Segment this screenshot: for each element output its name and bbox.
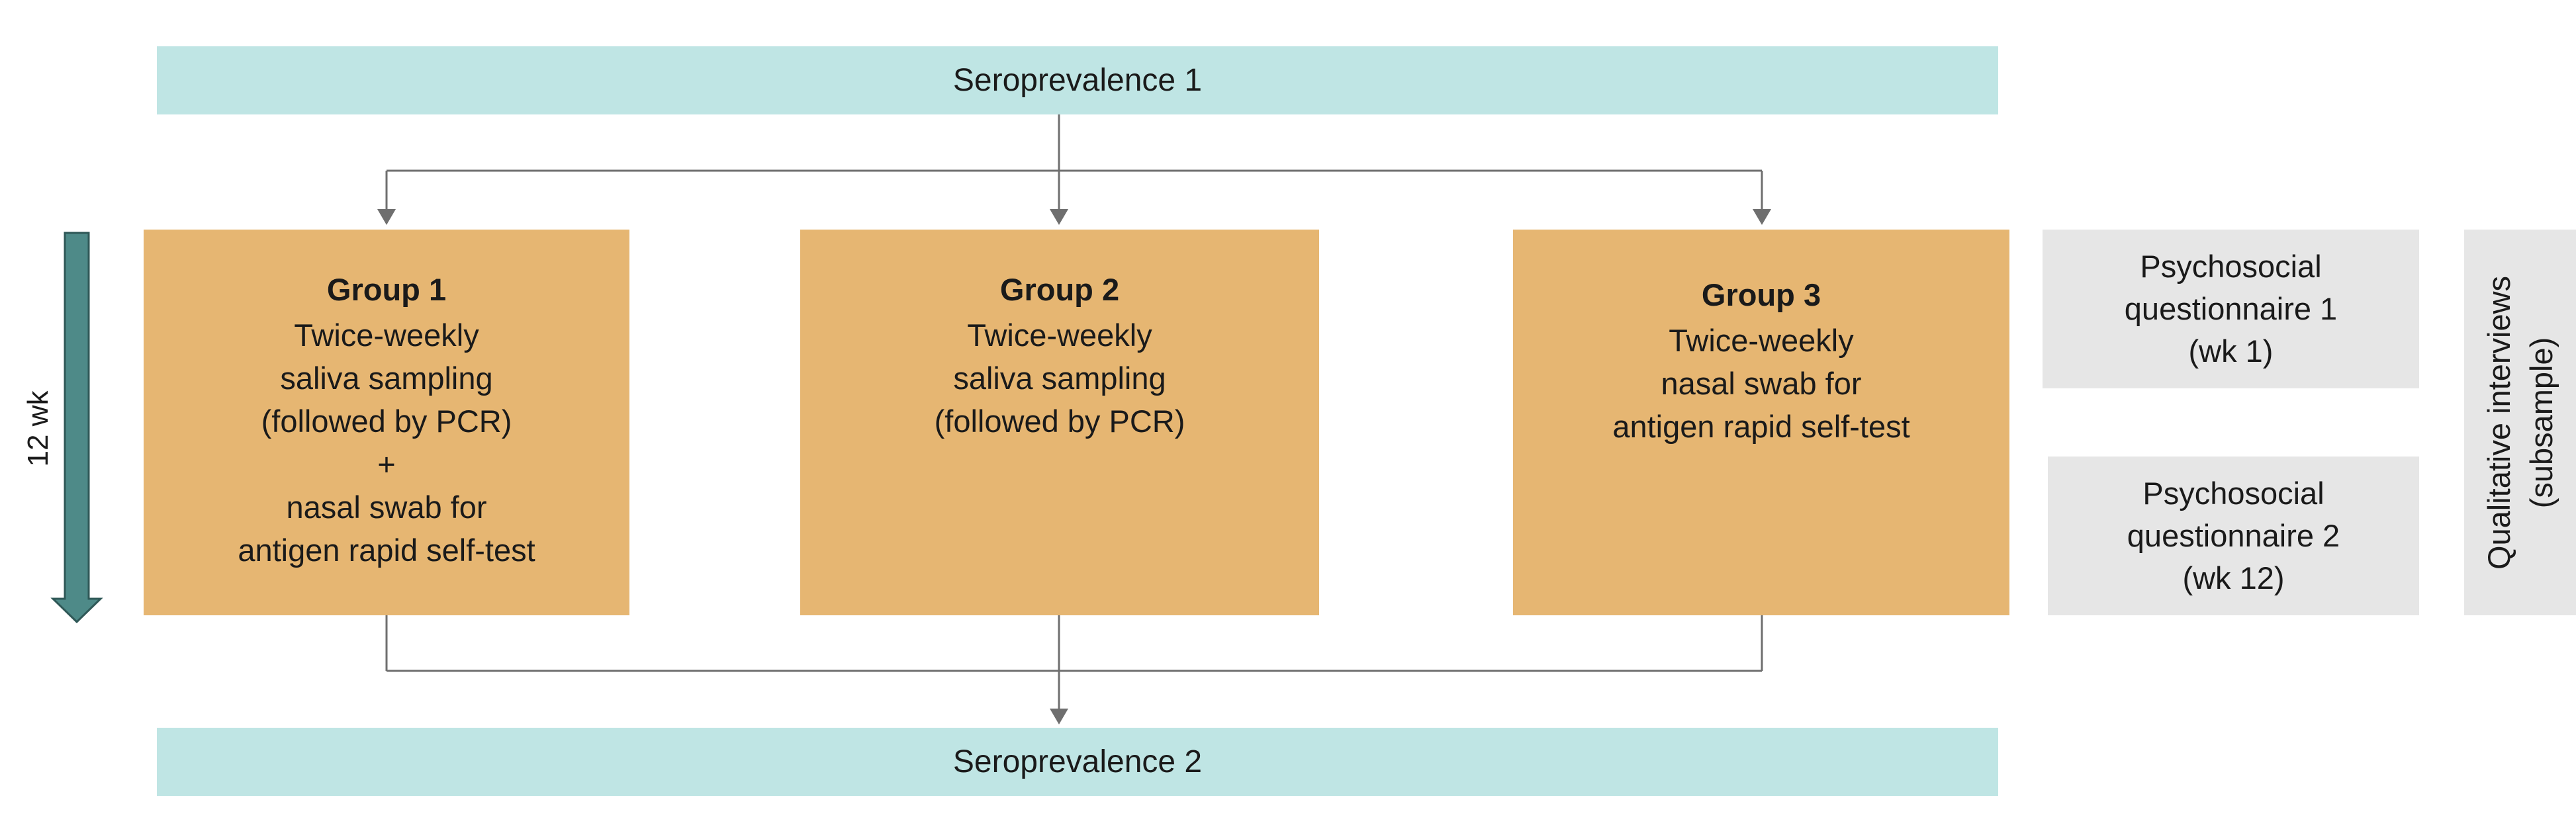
group-2-line: saliva sampling: [953, 361, 1166, 396]
questionnaire-2-line: (wk 12): [2182, 560, 2285, 595]
arrowhead-group-1: [377, 209, 396, 225]
questionnaire-1-line: questionnaire 1: [2124, 291, 2338, 326]
questionnaire-2-line: questionnaire 2: [2127, 518, 2340, 553]
timeline-arrow: [50, 232, 103, 624]
seroprevalence-2-box: Seroprevalence 2: [157, 728, 1998, 796]
seroprevalence-1-label: Seroprevalence 1: [952, 63, 1203, 98]
group-1-line: +: [377, 447, 396, 482]
questionnaire-1-line: Psychosocial: [2140, 249, 2322, 284]
seroprevalence-1-box: Seroprevalence 1: [157, 46, 1998, 114]
group-3-line: Twice-weekly: [1669, 323, 1854, 358]
group-2-title: Group 2: [999, 272, 1120, 307]
group-1-line: nasal swab for: [286, 490, 487, 525]
qualitative-interviews-box: Qualitative interviews (subsample): [2464, 230, 2576, 615]
group-3-box: Group 3 Twice-weekly nasal swab for anti…: [1513, 230, 2009, 615]
questionnaire-2-line: Psychosocial: [2142, 476, 2324, 511]
psychosocial-questionnaire-1-box: Psychosocial questionnaire 1 (wk 1): [2043, 230, 2419, 388]
group-3-line: nasal swab for: [1661, 366, 1862, 401]
group-1-title: Group 1: [326, 272, 447, 307]
arrowhead-group-2: [1050, 209, 1068, 225]
qualitative-line: Qualitative interviews: [2481, 275, 2516, 570]
group-1-line: saliva sampling: [280, 361, 493, 396]
group-1-line: (followed by PCR): [261, 404, 512, 439]
group-1-line: Twice-weekly: [294, 318, 479, 353]
group-2-line: (followed by PCR): [934, 404, 1185, 439]
group-3-title: Group 3: [1701, 277, 1821, 312]
group-1-line: antigen rapid self-test: [238, 533, 535, 568]
group-1-box: Group 1 Twice-weekly saliva sampling (fo…: [144, 230, 629, 615]
qualitative-interviews-label: Qualitative interviews (subsample): [2478, 275, 2563, 569]
arrowhead-seroprevalence-2: [1050, 709, 1068, 724]
group-3-line: antigen rapid self-test: [1612, 409, 1910, 444]
arrowhead-group-3: [1753, 209, 1771, 225]
group-2-box: Group 2 Twice-weekly saliva sampling (fo…: [800, 230, 1319, 615]
qualitative-line: (subsample): [2523, 337, 2559, 508]
group-2-line: Twice-weekly: [967, 318, 1152, 353]
questionnaire-1-line: (wk 1): [2188, 333, 2274, 369]
psychosocial-questionnaire-2-box: Psychosocial questionnaire 2 (wk 12): [2048, 457, 2419, 615]
seroprevalence-2-label: Seroprevalence 2: [952, 744, 1203, 779]
duration-label: 12 wk: [22, 390, 54, 467]
